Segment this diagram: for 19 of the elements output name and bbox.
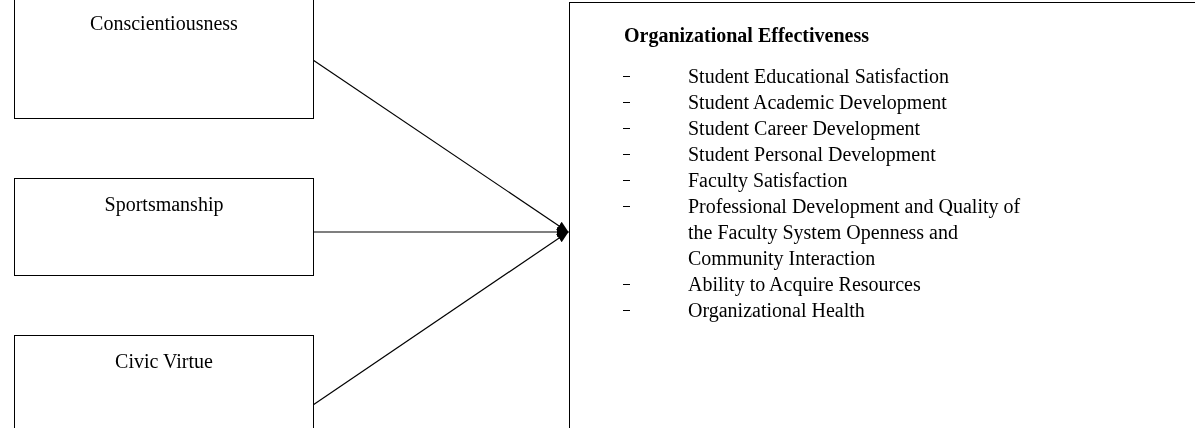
construct-label: Sportsmanship (103, 193, 225, 216)
outcome-heading: Organizational Effectiveness (624, 24, 870, 47)
list-item: Student Educational Satisfaction (688, 64, 951, 89)
list-item: Organizational Health (688, 298, 866, 323)
arrow (312, 59, 569, 233)
list-item: Ability to Acquire Resources (688, 272, 922, 297)
list-item: Student Academic Development (688, 90, 948, 115)
construct-box (14, 335, 314, 428)
construct-box (14, 178, 314, 276)
list-item: Student Personal Development (688, 142, 937, 167)
list-item: Faculty Satisfaction (688, 168, 849, 193)
list-item: Professional Development and Quality of the Faculty System Openness and Community Interaction (688, 194, 1022, 271)
construct-label: Conscientiousness (89, 12, 239, 35)
list-item: Student Career Development (688, 116, 922, 141)
outcome-box (569, 2, 1195, 428)
arrow (312, 231, 569, 406)
arrow (312, 227, 569, 237)
construct-label: Civic Virtue (114, 350, 214, 373)
construct-box (14, 0, 314, 119)
